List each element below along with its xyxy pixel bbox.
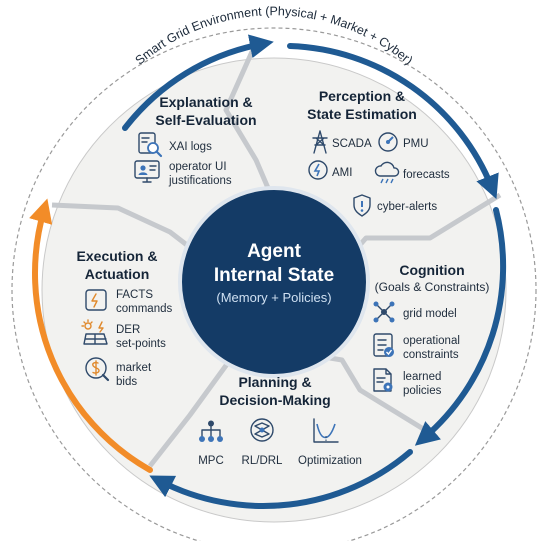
divider-top [223, 43, 277, 203]
neural-network-icon [250, 418, 274, 442]
cognition-item-learned-line2: policies [403, 385, 442, 397]
execution-item-facts-line1: FACTS [116, 289, 153, 301]
execution-item-market-line2: bids [116, 376, 137, 388]
cycle-arrows [29, 34, 507, 510]
explanation-title-line1: Explanation & [159, 94, 252, 110]
explanation-title-line2: Self-Evaluation [155, 112, 256, 128]
explanation-item-xai-logs: XAI logs [169, 141, 212, 153]
perception-item-scada: SCADA [332, 138, 372, 150]
shield-alert-icon [353, 194, 371, 217]
section-planning: Planning & Decision-Making MPC RL/DRL Op… [198, 374, 362, 467]
cognition-item-grid-model: grid model [403, 308, 457, 320]
center-state: Agent Internal State (Memory + Policies) [178, 186, 370, 378]
center-title-line1: Agent [247, 241, 302, 262]
cognition-title-line1: Cognition [399, 262, 464, 278]
optimization-curve-icon [313, 418, 339, 443]
market-bid-icon [85, 357, 110, 382]
center-circle [178, 186, 370, 378]
arrow-cognition-to-planning [414, 207, 507, 446]
return-arrow-execution-to-explanation [29, 198, 153, 473]
operator-monitor-icon [134, 160, 160, 183]
explanation-item-operator-line1: operator UI [169, 161, 227, 173]
section-execution: Execution & Actuation FACTS commands DER… [77, 248, 173, 388]
network-graph-icon [373, 301, 395, 323]
planning-item-rl-drl: RL/DRL [242, 455, 284, 467]
cognition-item-operational-line2: constraints [403, 349, 459, 361]
execution-title-line2: Actuation [85, 266, 150, 282]
checklist-icon [373, 333, 394, 357]
arrow-perception-to-cognition [287, 43, 499, 200]
magnifier-log-icon [138, 132, 163, 158]
perception-title-line1: Perception & [319, 88, 405, 104]
planning-item-mpc: MPC [198, 455, 224, 467]
center-title-line2: Internal State [214, 265, 334, 286]
weather-cloud-icon [374, 161, 400, 184]
planning-item-optimization: Optimization [298, 455, 362, 467]
cognition-title-line2: (Goals & Constraints) [375, 280, 490, 294]
planning-title-line1: Planning & [238, 374, 311, 390]
execution-item-facts-line2: commands [116, 303, 172, 315]
solar-panel-icon [81, 319, 108, 345]
meter-icon [308, 160, 328, 180]
execution-item-der-line1: DER [116, 324, 140, 336]
perception-item-cyber-alerts: cyber-alerts [377, 201, 437, 213]
facts-device-icon [85, 289, 107, 311]
arrow-explanation-to-perception [122, 34, 274, 131]
section-explanation: Explanation & Self-Evaluation XAI logs o… [134, 94, 257, 187]
pmu-icon [378, 132, 398, 152]
perception-item-ami: AMI [332, 167, 352, 179]
center-subtitle: (Memory + Policies) [216, 290, 331, 305]
section-perception: Perception & State Estimation SCADA PMU … [307, 88, 450, 217]
document-gear-icon [373, 368, 393, 392]
section-cognition: Cognition (Goals & Constraints) grid mod… [373, 262, 490, 397]
cognition-item-operational-line1: operational [403, 335, 460, 347]
transmission-tower-icon [312, 130, 328, 154]
arrow-planning-to-execution [149, 449, 413, 510]
explanation-item-operator-line2: justifications [168, 175, 232, 187]
cognition-item-learned-line1: learned [403, 371, 441, 383]
environment-ring [11, 27, 537, 541]
execution-title-line1: Execution & [77, 248, 158, 264]
perception-item-pmu: PMU [403, 138, 429, 150]
divider-left [51, 202, 198, 254]
perception-title-line2: State Estimation [307, 106, 417, 122]
execution-item-der-line2: set-points [116, 338, 166, 350]
perception-item-forecasts: forecasts [403, 169, 450, 181]
tree-hierarchy-icon [199, 420, 223, 442]
planning-title-line2: Decision-Making [219, 392, 330, 408]
execution-item-market-line1: market [116, 362, 152, 374]
